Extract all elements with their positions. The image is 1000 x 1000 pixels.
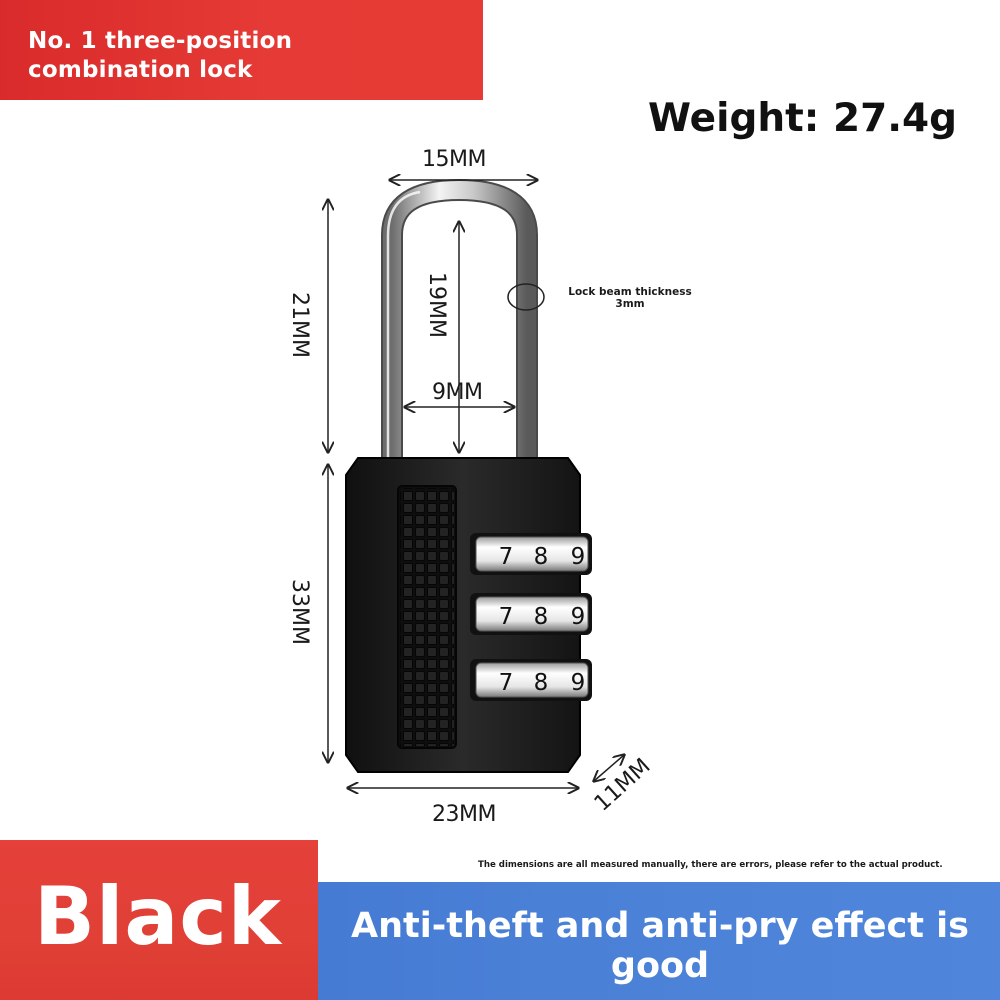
banner-line-1: No. 1 three-position: [28, 28, 293, 54]
dial-3-digit-2: 8: [534, 670, 549, 696]
dim-body-width-label: 23MM: [432, 802, 496, 827]
dial-2-digit-1: 7: [499, 604, 514, 630]
dial-1-digit-1: 7: [499, 544, 514, 570]
dial-1[interactable]: 7 8 9: [470, 533, 592, 575]
banner-line-2: combination lock: [28, 57, 253, 83]
color-block: [0, 840, 318, 1000]
weight-label: Weight: 27.4g: [648, 96, 958, 141]
dial-2-digit-2: 8: [534, 604, 549, 630]
shackle: [381, 178, 538, 470]
body-depth-line: [594, 755, 624, 781]
dial-1-digit-2: 8: [534, 544, 549, 570]
dial-1-digit-3: 9: [571, 544, 586, 570]
dim-shackle-height-label: 21MM: [287, 292, 312, 358]
grip-texture: [400, 488, 454, 746]
dial-3-digit-3: 9: [571, 670, 586, 696]
dim-body-depth-label: 11MM: [590, 754, 656, 817]
dial-2-digit-3: 9: [571, 604, 586, 630]
dial-3-digit-1: 7: [499, 670, 514, 696]
tagline: Anti-theft and anti-pry effect is good: [351, 906, 969, 986]
dim-inner-height-label: 19MM: [424, 272, 449, 338]
dim-shackle-width-label: 15MM: [422, 147, 486, 172]
dim-inner-width-label: 9MM: [432, 380, 483, 405]
title-banner: No. 1 three-position combination lock: [0, 0, 483, 100]
disclaimer-text: The dimensions are all measured manually…: [478, 860, 943, 870]
dimension-lines: [328, 180, 624, 788]
dim-body-height-label: 33MM: [287, 579, 312, 645]
dial-2[interactable]: 7 8 9: [470, 593, 592, 635]
beam-marker: [507, 283, 545, 311]
beam-thickness-note: Lock beam thickness 3mm: [560, 286, 700, 310]
color-name: Black: [34, 870, 283, 963]
beam-note-line-1: Lock beam thickness: [568, 286, 692, 298]
beam-note-line-2: 3mm: [615, 298, 645, 310]
dial-3[interactable]: 7 8 9: [470, 659, 592, 701]
